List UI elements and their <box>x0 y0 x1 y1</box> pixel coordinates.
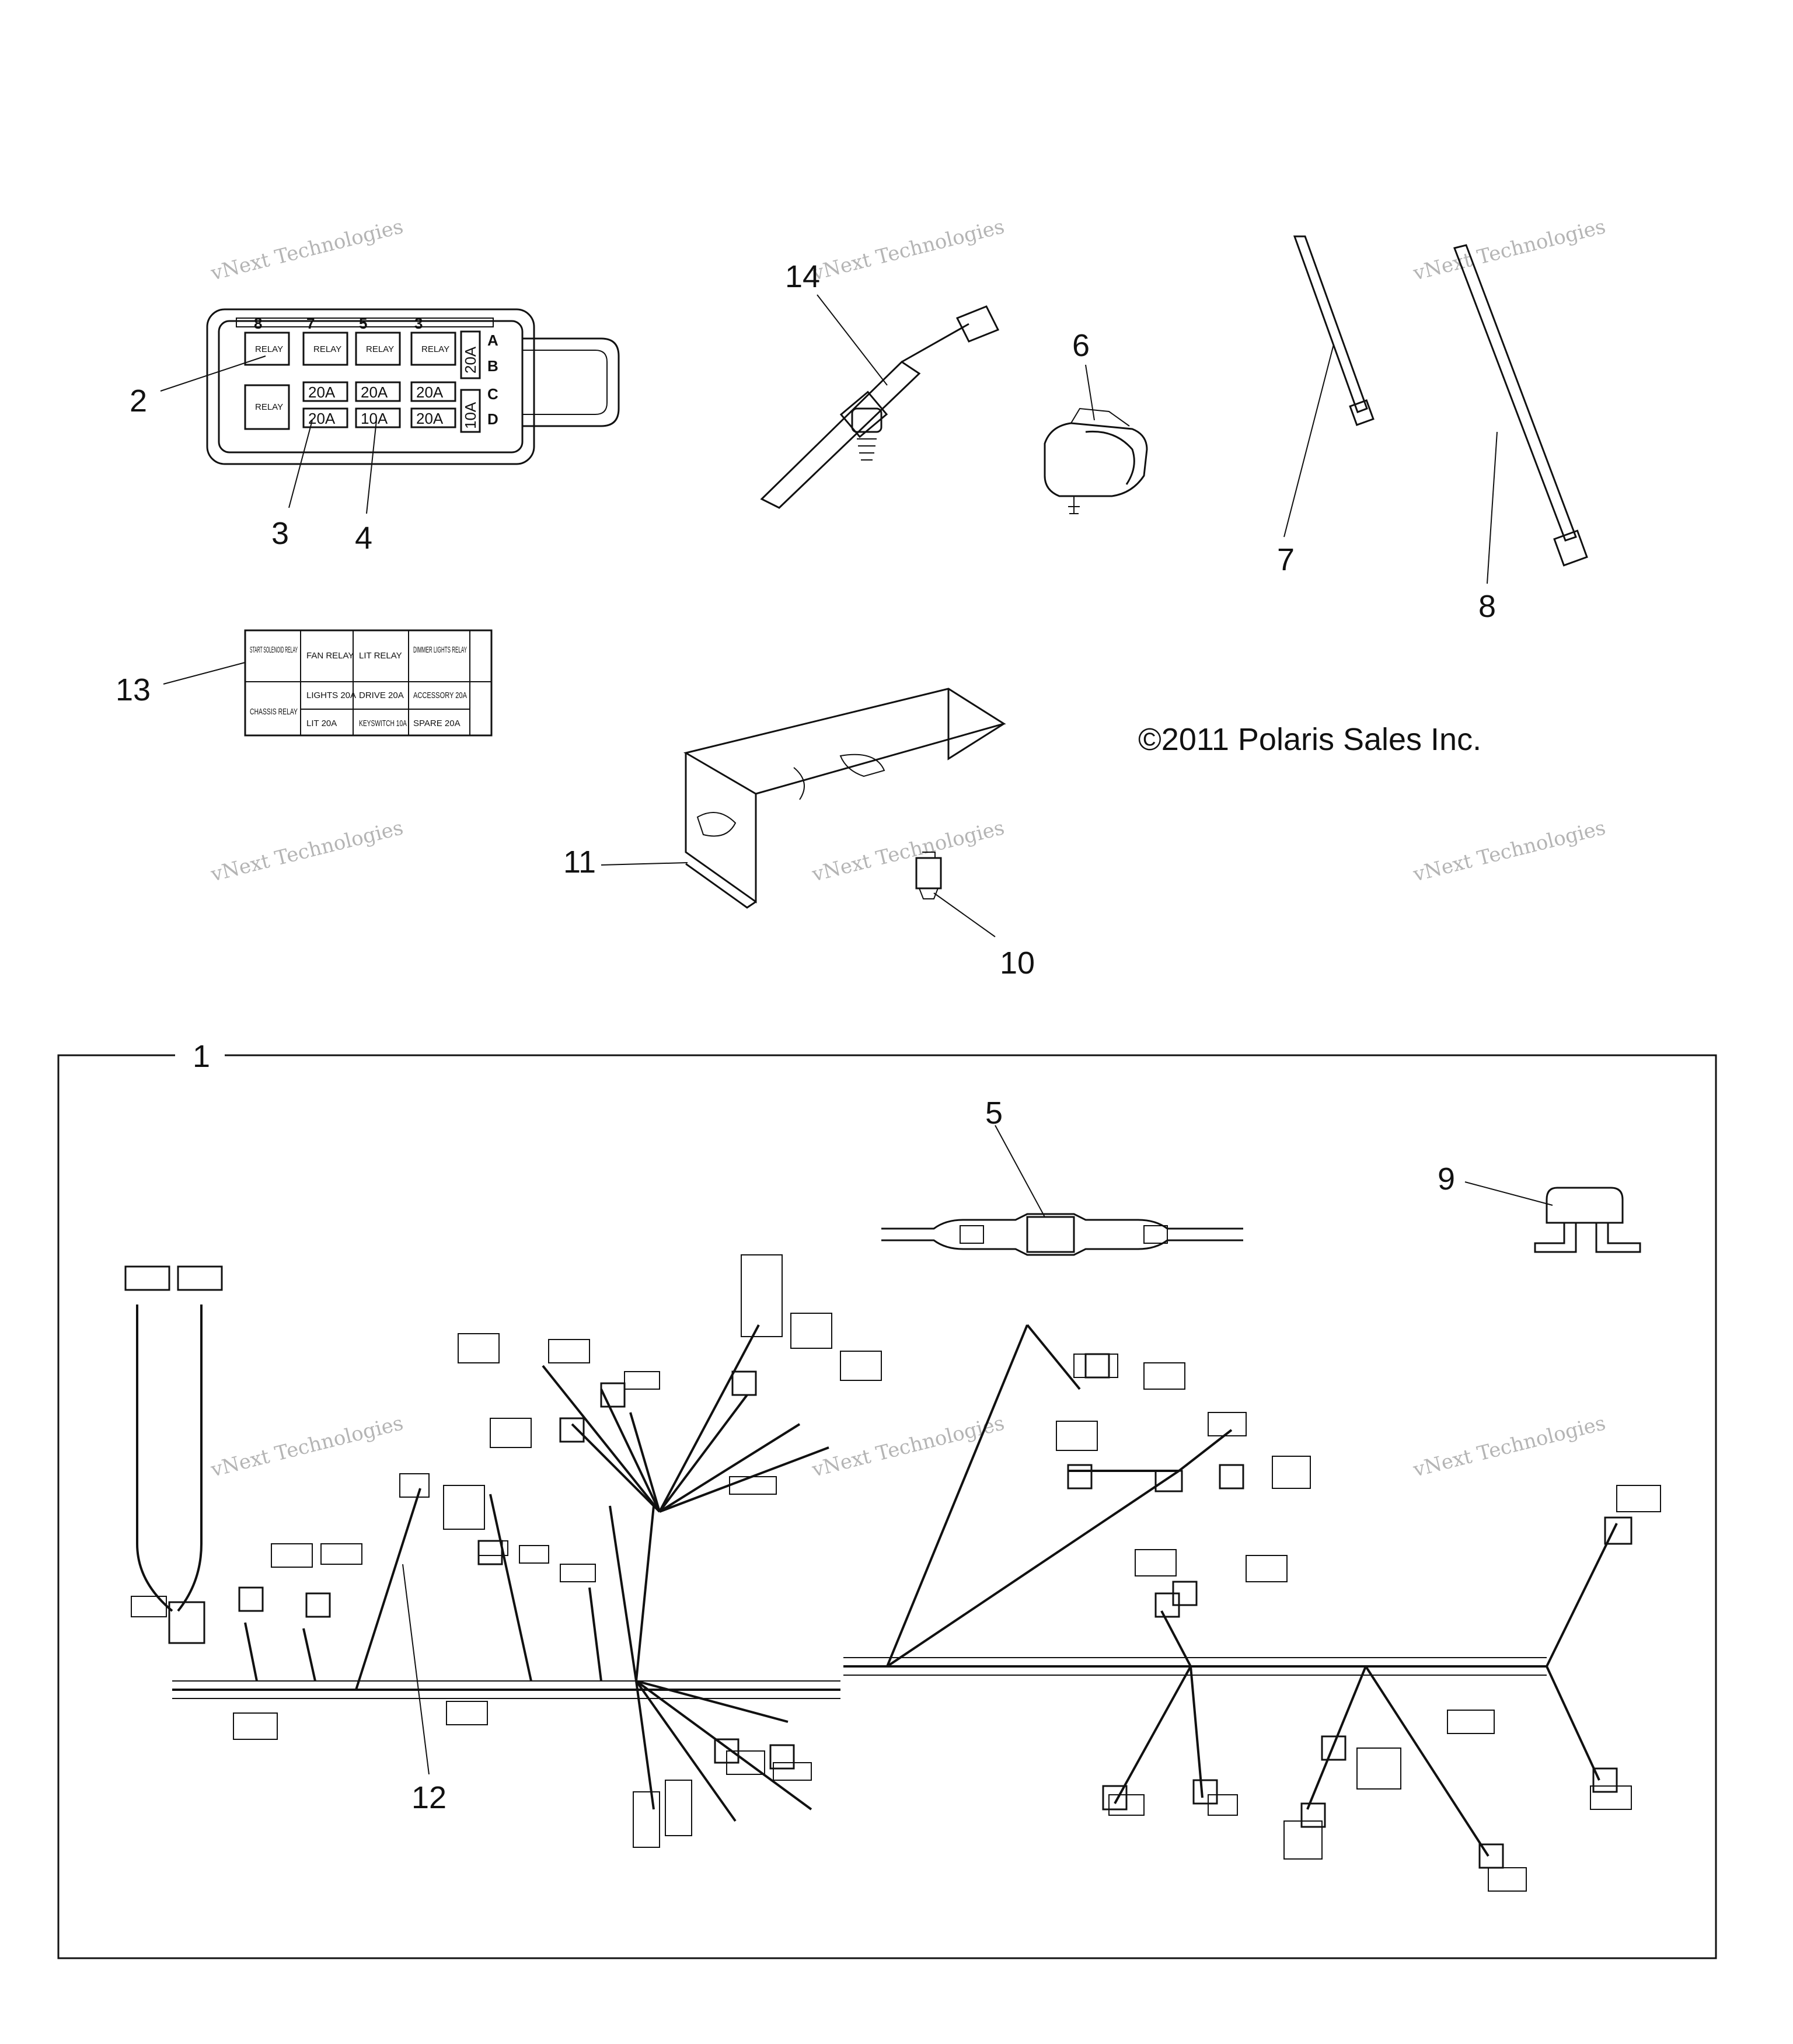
watermark: vNext Technologies <box>810 816 1007 887</box>
slot-number: 7 <box>306 315 315 332</box>
cable-tie-large <box>1453 244 1588 584</box>
callout-11: 11 <box>563 845 596 880</box>
callout-3: 3 <box>271 516 289 551</box>
label-cell: LIT 20A <box>306 718 337 728</box>
label-cell: START SOLENOID RELAY <box>250 645 298 655</box>
relay-label: RELAY <box>313 344 341 354</box>
callout-12: 12 <box>411 1780 446 1815</box>
relay-label: RELAY <box>255 344 283 354</box>
callout-6: 6 <box>1072 328 1090 363</box>
fastener <box>915 852 996 937</box>
fuse-rating: 20A <box>308 383 336 401</box>
fuse-label-card: START SOLENOID RELAY FAN RELAY LIT RELAY… <box>163 629 493 737</box>
relay-label: RELAY <box>421 344 449 354</box>
mounting-bracket <box>601 688 1006 909</box>
wiring-harness <box>124 1254 1661 1892</box>
watermark: vNext Technologies <box>208 1411 406 1482</box>
harness-frame <box>57 1054 1717 1959</box>
fuse-rating: 10A <box>361 410 388 427</box>
label-cell: FAN RELAY <box>306 651 354 661</box>
blade-fuse <box>1464 1181 1641 1253</box>
label-cell: SPARE 20A <box>413 718 461 728</box>
label-cell: DRIVE 20A <box>359 690 404 700</box>
inline-fuse-holder <box>881 1125 1243 1256</box>
label-cell: LIGHTS 20A <box>306 690 356 700</box>
callout-8: 8 <box>1478 589 1496 624</box>
callout-14: 14 <box>785 259 820 294</box>
callout-5: 5 <box>985 1096 1003 1131</box>
row-letter: D <box>487 410 498 428</box>
label-cell: LIT RELAY <box>359 651 402 661</box>
watermark: vNext Technologies <box>1411 816 1608 887</box>
fuse-rating: 20A <box>416 410 444 427</box>
slot-number: 5 <box>359 315 367 332</box>
side-fuse-rating: 20A <box>462 346 479 374</box>
push-mount-cable-tie <box>760 294 1000 509</box>
watermark: vNext Technologies <box>810 215 1007 285</box>
slot-number: 3 <box>414 315 423 332</box>
watermark: vNext Technologies <box>208 816 406 887</box>
watermark: vNext Technologies <box>208 215 406 285</box>
label-cell: KEYSWITCH 10A <box>359 718 407 728</box>
cable-tie-small <box>1283 235 1375 538</box>
callout-1: 1 <box>193 1039 210 1074</box>
callout-7: 7 <box>1277 542 1295 577</box>
copyright-notice: ©2011 Polaris Sales Inc. <box>1138 722 1481 757</box>
fuse-rating: 20A <box>361 383 388 401</box>
callout-9: 9 <box>1438 1161 1455 1197</box>
relay-label: RELAY <box>255 402 283 412</box>
side-fuse-rating: 10A <box>462 402 479 429</box>
watermark: vNext Technologies <box>1411 215 1608 285</box>
row-letter: A <box>487 332 498 349</box>
row-letter: B <box>487 357 498 375</box>
label-cell: CHASSIS RELAY <box>250 707 298 717</box>
label-cell: DIMMER LIGHTS RELAY <box>413 645 467 655</box>
callout-4: 4 <box>355 521 372 556</box>
row-letter: C <box>487 385 498 403</box>
fuse-rating: 20A <box>308 410 336 427</box>
label-cell: ACCESSORY 20A <box>413 690 467 700</box>
fuse-rating: 20A <box>416 383 444 401</box>
edge-clip <box>1044 364 1148 514</box>
watermarks: vNext Technologies vNext Technologies vN… <box>208 215 1608 1482</box>
callout-13: 13 <box>116 672 151 707</box>
callout-10: 10 <box>1000 946 1035 981</box>
callout-2: 2 <box>130 383 147 418</box>
watermark: vNext Technologies <box>1411 1411 1608 1482</box>
fuse-relay-box: RELAY RELAY RELAY RELAY RELAY 8 7 5 3 20… <box>160 308 620 514</box>
relay-label: RELAY <box>366 344 394 354</box>
slot-number: 8 <box>254 315 262 332</box>
